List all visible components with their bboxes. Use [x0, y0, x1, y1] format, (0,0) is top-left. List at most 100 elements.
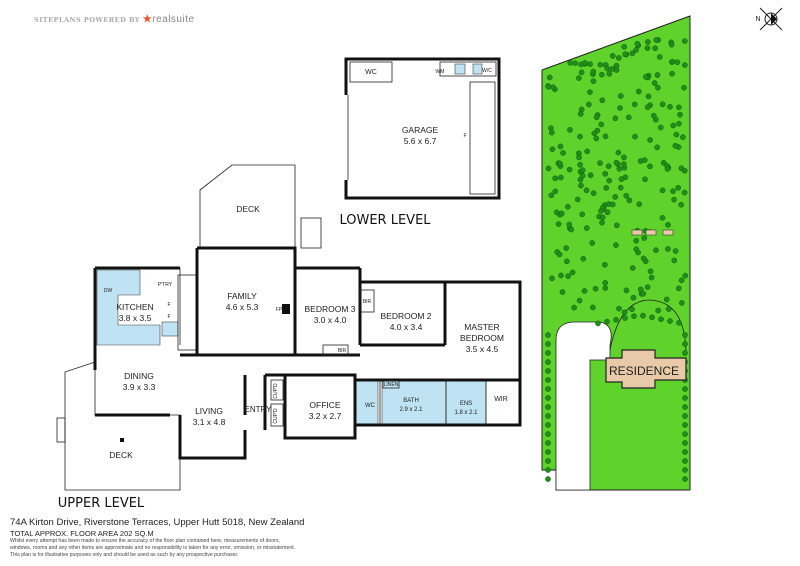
- tree-icon: [553, 209, 560, 216]
- tree-icon: [629, 265, 636, 271]
- tree-icon: [579, 211, 586, 218]
- tree-icon: [647, 137, 653, 143]
- lower-level-title: LOWER LEVEL: [339, 213, 431, 228]
- tree-icon: [576, 154, 582, 161]
- tree-icon: [545, 377, 551, 383]
- tree-icon: [550, 84, 556, 91]
- tree-icon: [682, 458, 688, 464]
- tree-icon: [593, 135, 600, 142]
- tree-icon: [549, 146, 556, 153]
- tree-icon: [654, 72, 661, 78]
- tree-icon: [682, 476, 688, 482]
- tree-icon: [602, 280, 608, 286]
- tree-icon: [599, 97, 606, 104]
- tree-icon: [679, 300, 685, 306]
- tree-icon: [682, 431, 688, 437]
- tree-icon: [578, 106, 585, 113]
- tree-icon: [665, 222, 671, 228]
- cupboard-label-2: CUP'D: [273, 408, 279, 424]
- tree-icon: [568, 226, 575, 233]
- tree-icon: [545, 332, 551, 338]
- tree-icon: [565, 273, 571, 279]
- tree-icon: [671, 257, 678, 264]
- garage-size: 5.6 x 6.7: [404, 136, 437, 146]
- tree-icon: [680, 134, 686, 140]
- tree-icon: [592, 285, 599, 292]
- fridge-label-2: F: [167, 314, 170, 320]
- wc2-label: W/C: [482, 68, 492, 74]
- bedroom3-name: BEDROOM 3: [304, 304, 355, 314]
- tree-icon: [580, 255, 587, 262]
- tree-icon: [613, 62, 620, 69]
- tree-icon: [640, 290, 647, 297]
- tree-icon: [548, 192, 555, 199]
- tree-icon: [629, 50, 636, 57]
- tree-icon: [651, 80, 658, 86]
- tree-icon: [581, 288, 588, 294]
- tree-icon: [642, 176, 648, 183]
- tree-icon: [648, 274, 655, 281]
- tree-icon: [602, 261, 608, 268]
- tree-icon: [670, 188, 676, 194]
- tree-icon: [616, 305, 622, 312]
- tree-icon: [672, 248, 679, 254]
- residence-label: RESIDENCE: [609, 364, 679, 378]
- tree-icon: [604, 209, 611, 216]
- tree-icon: [603, 185, 609, 191]
- tree-icon: [577, 161, 583, 168]
- kitchen-size: 3.8 x 3.5: [119, 313, 152, 323]
- tree-icon: [598, 121, 605, 128]
- tree-icon: [629, 306, 635, 313]
- tree-icon: [652, 45, 658, 52]
- tree-icon: [604, 318, 610, 325]
- tree-icon: [678, 201, 684, 208]
- tree-icon: [676, 120, 682, 127]
- tree-icon: [545, 476, 551, 482]
- tree-icon: [545, 413, 551, 419]
- tree-icon: [595, 320, 601, 327]
- tree-icon: [669, 58, 676, 65]
- tree-icon: [545, 386, 551, 392]
- tree-icon: [613, 159, 620, 166]
- tree-icon: [676, 285, 682, 292]
- tree-icon: [606, 177, 613, 184]
- tree-icon: [583, 187, 590, 194]
- fridge-label-1: F: [167, 302, 170, 308]
- tree-icon: [563, 245, 569, 251]
- tree-icon: [682, 404, 688, 410]
- tree-icon: [545, 84, 552, 90]
- tree-icon: [682, 62, 688, 68]
- tree-icon: [602, 171, 609, 177]
- tree-icon: [682, 332, 688, 338]
- cupboard-label-1: CUP'D: [273, 383, 279, 399]
- tree-icon: [621, 154, 627, 161]
- tree-icon: [545, 395, 551, 401]
- tree-icon: [558, 174, 564, 181]
- tree-icon: [545, 359, 551, 365]
- dining-size: 3.9 x 3.3: [123, 382, 156, 392]
- tree-icon: [613, 316, 619, 323]
- tree-icon: [647, 163, 653, 170]
- tree-icon: [552, 175, 558, 182]
- tree-icon: [653, 247, 659, 253]
- tree-icon: [609, 53, 616, 59]
- family-name: FAMILY: [227, 291, 257, 301]
- tree-icon: [545, 467, 551, 473]
- pantry-label: P'TRY: [158, 282, 173, 288]
- tree-icon: [555, 221, 562, 227]
- tree-icon: [677, 111, 683, 118]
- tree-icon: [622, 51, 628, 58]
- tree-icon: [667, 318, 673, 324]
- tree-icon: [598, 208, 604, 214]
- dishwasher-label: DW: [104, 288, 113, 294]
- tree-icon: [615, 149, 622, 156]
- ensuite-size: 1.8 x 2.1: [454, 410, 478, 416]
- tree-icon: [612, 115, 619, 122]
- tree-icon: [545, 458, 551, 464]
- dining-name: DINING: [124, 371, 154, 381]
- tree-icon: [557, 143, 564, 150]
- tree-icon: [617, 105, 623, 111]
- tree-icon: [614, 222, 620, 229]
- tree-icon: [616, 55, 622, 61]
